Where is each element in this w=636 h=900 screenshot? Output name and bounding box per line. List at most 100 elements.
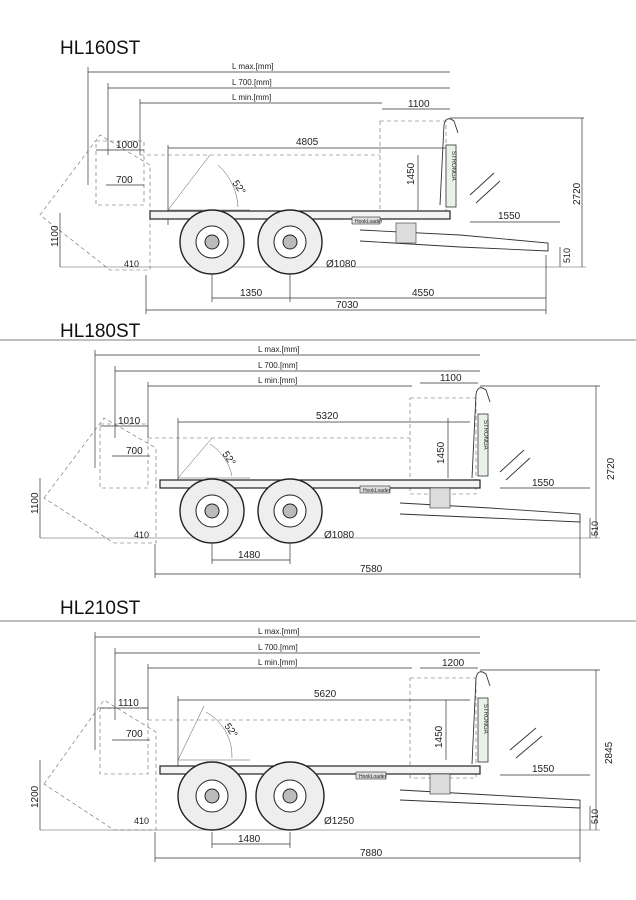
dim-1550-label: 1550 — [532, 764, 555, 775]
wheel-diameter-label: Ø1250 — [324, 816, 354, 827]
dim-1100v-label: 1200 — [30, 785, 41, 808]
dim-1450-label: 1450 — [436, 441, 447, 464]
dim-4805-label: 4805 — [296, 137, 319, 148]
tipped-container — [43, 699, 157, 831]
dim-1100-label: 1100 — [440, 373, 462, 384]
dim-700-label: 700 — [126, 729, 143, 740]
dim-700-label: 700 — [126, 446, 143, 457]
tip-angle-arc — [209, 443, 233, 477]
dim-lmax-label: L max.[mm] — [258, 345, 299, 354]
hub-front — [282, 788, 298, 804]
dim-1100v-label: 1100 — [50, 225, 61, 247]
drawing-hl210st: L max.[mm] L 700.[mm] L min.[mm] 1200 28… — [0, 620, 636, 870]
chassis-frame — [159, 765, 481, 775]
dim-2720-label: 2720 — [572, 182, 583, 205]
tipped-container — [39, 134, 151, 271]
hydraulic-block — [395, 222, 417, 244]
drawing-hl180st: L max.[mm] L 700.[mm] L min.[mm] 1100 27… — [0, 338, 636, 588]
dim-l700-label: L 700.[mm] — [258, 643, 298, 652]
hydraulic-block — [429, 487, 451, 509]
hub-rear — [204, 503, 220, 519]
dim-410-label: 410 — [134, 816, 149, 826]
dim-l700-label: L 700.[mm] — [232, 78, 272, 87]
dim-4550-label: 4550 — [412, 288, 435, 299]
stronga-decal — [477, 413, 489, 477]
ladder — [469, 172, 501, 204]
brand-label: HookLoader — [359, 774, 387, 780]
dim-410-label: 410 — [124, 259, 139, 269]
drawbar — [359, 229, 549, 252]
dim-1350-label: 1480 — [238, 550, 261, 561]
hub-rear — [204, 234, 220, 250]
drawing-hl160st: L max.[mm] L 700.[mm] L min.[mm] 1100 27… — [0, 55, 636, 315]
stronga-label: STRONGA — [482, 420, 488, 450]
dim-7030-label: 7580 — [360, 564, 383, 575]
drawbar — [399, 502, 581, 523]
body-outline-front — [409, 397, 477, 495]
dim-1000-label: 1010 — [118, 416, 141, 427]
brand-plate — [355, 771, 387, 780]
dim-1550-label: 1550 — [498, 211, 521, 222]
wheel-diameter-label: Ø1080 — [326, 259, 356, 270]
body-outline-rear — [99, 707, 149, 775]
dim-lmax-label: L max.[mm] — [232, 62, 273, 71]
trailer-drawing: L max.[mm] L 700.[mm] L min.[mm] 1100 27… — [30, 345, 617, 578]
brand-label: HookLoader — [363, 488, 391, 494]
dim-2720-label: 2845 — [604, 741, 615, 764]
tip-angle-lines — [177, 437, 250, 479]
brand-plate — [359, 485, 391, 494]
dim-510-label: 510 — [590, 809, 600, 824]
dim-410-label: 410 — [134, 530, 149, 540]
drawbar — [399, 789, 581, 809]
model-title-hl210st: HL210ST — [60, 598, 141, 619]
brand-plate — [351, 216, 381, 225]
dim-lmax-label: L max.[mm] — [258, 627, 299, 636]
chassis-frame — [159, 479, 481, 489]
dim-510-label: 510 — [590, 521, 600, 536]
dim-l700-label: L 700.[mm] — [258, 361, 298, 370]
hydraulic-block — [429, 773, 451, 795]
model-title-hl180st: HL180ST — [60, 321, 141, 342]
dim-1350-label: 1480 — [238, 834, 261, 845]
dim-1450-label: 1450 — [406, 162, 417, 185]
trailer-drawing: L max.[mm] L 700.[mm] L min.[mm] 1200 28… — [30, 627, 615, 862]
dim-2720-label: 2720 — [606, 457, 617, 480]
ladder — [509, 727, 543, 759]
dim-1000-label: 1000 — [116, 140, 139, 151]
dim-510-label: 510 — [562, 248, 572, 263]
body-outline-rear — [95, 140, 145, 206]
stronga-label: STRONGA — [450, 151, 456, 181]
dim-4805-label: 5620 — [314, 689, 337, 700]
model-title-hl160st: HL160ST — [60, 38, 141, 59]
hub-front — [282, 503, 298, 519]
stronga-decal — [445, 144, 457, 208]
dim-lmin-label: L min.[mm] — [258, 376, 297, 385]
hook-arm — [439, 118, 459, 206]
dim-1100-label: 1200 — [442, 658, 465, 669]
trailer-drawing: L max.[mm] L 700.[mm] L min.[mm] 1100 27… — [39, 62, 586, 314]
hook-arm — [471, 387, 491, 479]
hub-rear — [204, 788, 220, 804]
dim-lmin-label: L min.[mm] — [232, 93, 271, 102]
dim-1000-label: 1110 — [118, 698, 139, 709]
dim-1550-label: 1550 — [532, 478, 555, 489]
hub-front — [282, 234, 298, 250]
hook-arm — [471, 671, 491, 765]
brand-label: HookLoader — [355, 219, 383, 225]
wheel-diameter-label: Ø1080 — [324, 530, 354, 541]
tip-angle-arc — [217, 164, 239, 208]
tip-angle-arc — [205, 711, 233, 759]
dim-4805-label: 5320 — [316, 411, 339, 422]
dim-7030-label: 7880 — [360, 848, 383, 859]
dim-1350-label: 1350 — [240, 288, 263, 299]
dim-700-label: 700 — [116, 175, 133, 186]
tip-angle-lines — [177, 705, 250, 761]
ladder — [499, 449, 531, 481]
tip-angle-label: 52° — [230, 178, 248, 197]
stronga-label: STRONGA — [482, 704, 488, 734]
tipped-container — [43, 417, 157, 544]
dim-1100v-label: 1100 — [30, 492, 41, 514]
stronga-decal — [477, 697, 489, 763]
tip-angle-label: 52° — [222, 721, 240, 740]
